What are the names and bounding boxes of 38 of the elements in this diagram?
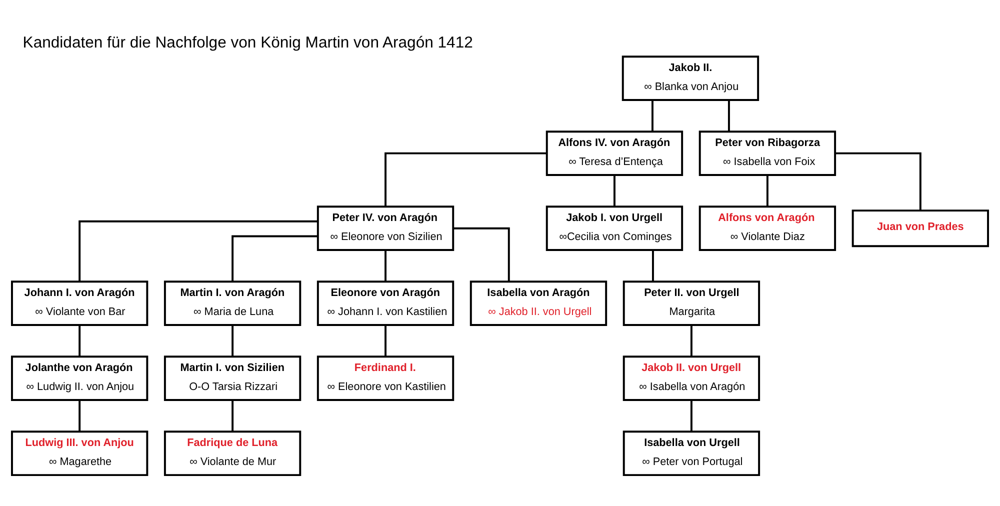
node-box: Jakob II. von Urgell ∞ Isabella von Aragón	[622, 356, 760, 402]
node-box: Jakob I. von Urgell ∞Cecilia von Cominges	[546, 206, 684, 252]
node-box: Eleonore von Aragón ∞ Johann I. von Kastilien	[316, 280, 454, 326]
connector	[384, 152, 547, 206]
connector	[384, 325, 386, 356]
connector	[453, 227, 510, 282]
node-box: Peter II. von Urgell Margarita	[622, 280, 760, 326]
connector	[835, 152, 922, 211]
node-box: Peter IV. von Aragón ∞ Eleonore von Sizilien	[316, 206, 454, 252]
connector	[728, 100, 730, 132]
node-box: Fadrique de Luna ∞ Violante de Mur	[164, 430, 302, 476]
node-box: Johann I. von Aragón ∞ Violante von Bar	[11, 280, 148, 326]
connector	[232, 325, 234, 356]
node-box: Martin I. von Sizilien O-O Tarsia Rizzari	[164, 356, 302, 402]
node-box: Juan von Prades	[852, 210, 989, 248]
connector	[232, 235, 318, 282]
diagram-title: Kandidaten für die Nachfolge von König Martin von Aragón 1412	[22, 34, 473, 52]
node-box: Alfons von Aragón ∞ Violante Diaz	[698, 206, 836, 252]
connector	[78, 220, 318, 282]
node-box: Isabella von Aragón ∞ Jakob II. von Urgell	[470, 280, 608, 326]
node-box: Martin I. von Aragón ∞ Maria de Luna	[164, 280, 302, 326]
node-box: Ferdinand I. ∞ Eleonore von Kastilien	[316, 356, 454, 402]
connector	[78, 325, 81, 356]
connector	[690, 400, 692, 432]
node-box: Jolanthe von Aragón ∞ Ludwig II. von Anjou	[11, 356, 148, 402]
connector	[651, 100, 654, 132]
connector	[652, 250, 654, 282]
node-box: Alfons IV. von Aragón ∞ Teresa d’Entença	[546, 130, 684, 176]
connector	[766, 175, 768, 206]
connector	[232, 400, 234, 432]
node-box: Peter von Ribagorza ∞ Isabella von Foix	[698, 130, 836, 176]
node-box: Ludwig III. von Anjou ∞ Magarethe	[11, 430, 148, 476]
connector	[384, 250, 386, 282]
node-box: Jakob II. ∞ Blanka von Anjou	[622, 56, 760, 102]
connector	[690, 325, 692, 356]
connector	[614, 175, 616, 206]
connector	[78, 400, 81, 432]
node-box: Isabella von Urgell ∞ Peter von Portugal	[622, 430, 760, 476]
